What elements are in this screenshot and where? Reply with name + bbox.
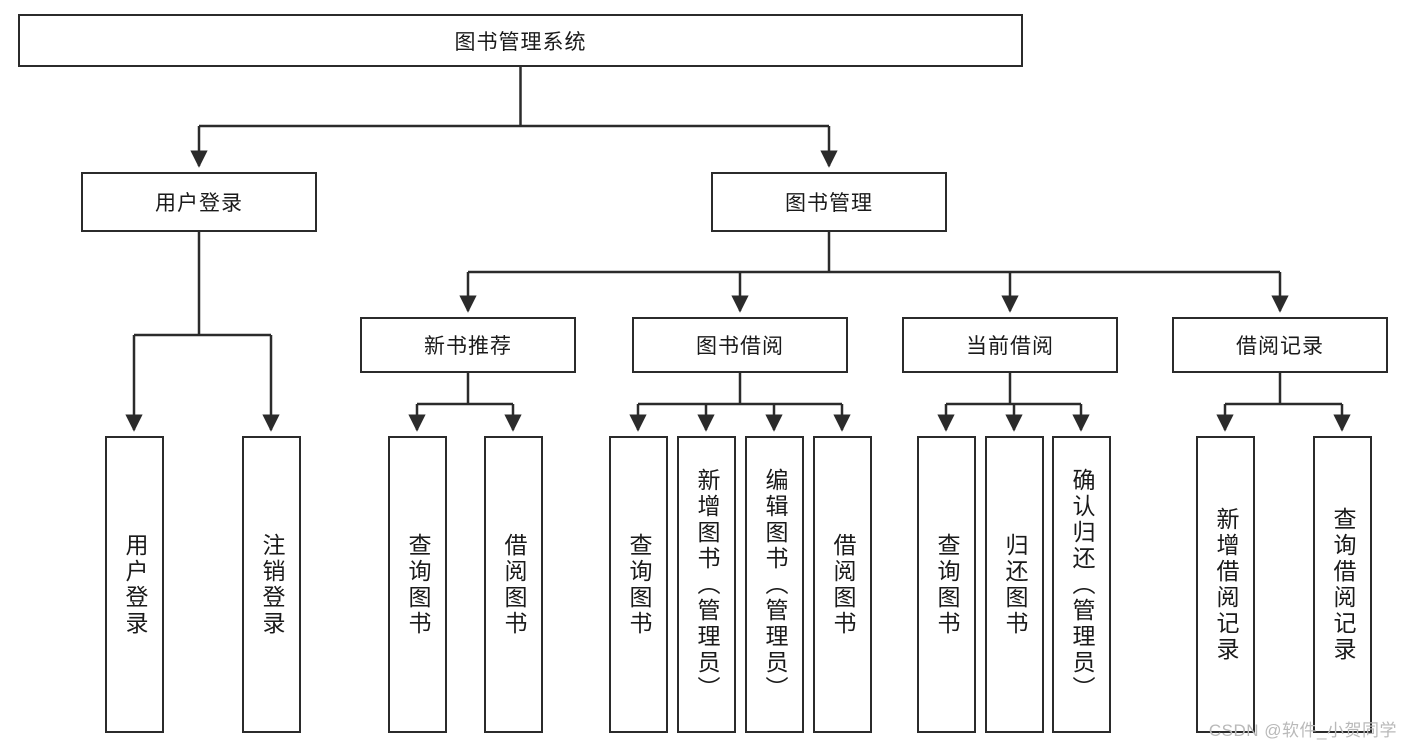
node-leaf-add-borrow-record[interactable]: 新增借阅记录 bbox=[1196, 436, 1255, 733]
node-user-login[interactable]: 用户登录 bbox=[81, 172, 317, 232]
node-leaf-return-book[interactable]: 归还图书 bbox=[985, 436, 1044, 733]
node-leaf-add-book[interactable]: 新增图书（管理员） bbox=[677, 436, 736, 733]
node-leaf-borrow-book[interactable]: 借阅图书 bbox=[813, 436, 872, 733]
node-book-management[interactable]: 图书管理 bbox=[711, 172, 947, 232]
csdn-watermark: CSDN @软件_小贺同学 bbox=[1208, 721, 1397, 740]
node-leaf-user-logout[interactable]: 注销登录 bbox=[242, 436, 301, 733]
node-current-borrow[interactable]: 当前借阅 bbox=[902, 317, 1118, 373]
node-leaf-query-book-borrow[interactable]: 查询图书 bbox=[609, 436, 668, 733]
node-leaf-query-book-recommend[interactable]: 查询图书 bbox=[388, 436, 447, 733]
node-book-borrow[interactable]: 图书借阅 bbox=[632, 317, 848, 373]
node-leaf-edit-book[interactable]: 编辑图书（管理员） bbox=[745, 436, 804, 733]
node-leaf-query-borrow-record[interactable]: 查询借阅记录 bbox=[1313, 436, 1372, 733]
node-leaf-confirm-return[interactable]: 确认归还（管理员） bbox=[1052, 436, 1111, 733]
node-borrow-records[interactable]: 借阅记录 bbox=[1172, 317, 1388, 373]
node-root-system[interactable]: 图书管理系统 bbox=[18, 14, 1023, 67]
node-leaf-user-login[interactable]: 用户登录 bbox=[105, 436, 164, 733]
node-leaf-query-book-current[interactable]: 查询图书 bbox=[917, 436, 976, 733]
node-leaf-borrow-book-recommend[interactable]: 借阅图书 bbox=[484, 436, 543, 733]
node-new-book-recommend[interactable]: 新书推荐 bbox=[360, 317, 576, 373]
